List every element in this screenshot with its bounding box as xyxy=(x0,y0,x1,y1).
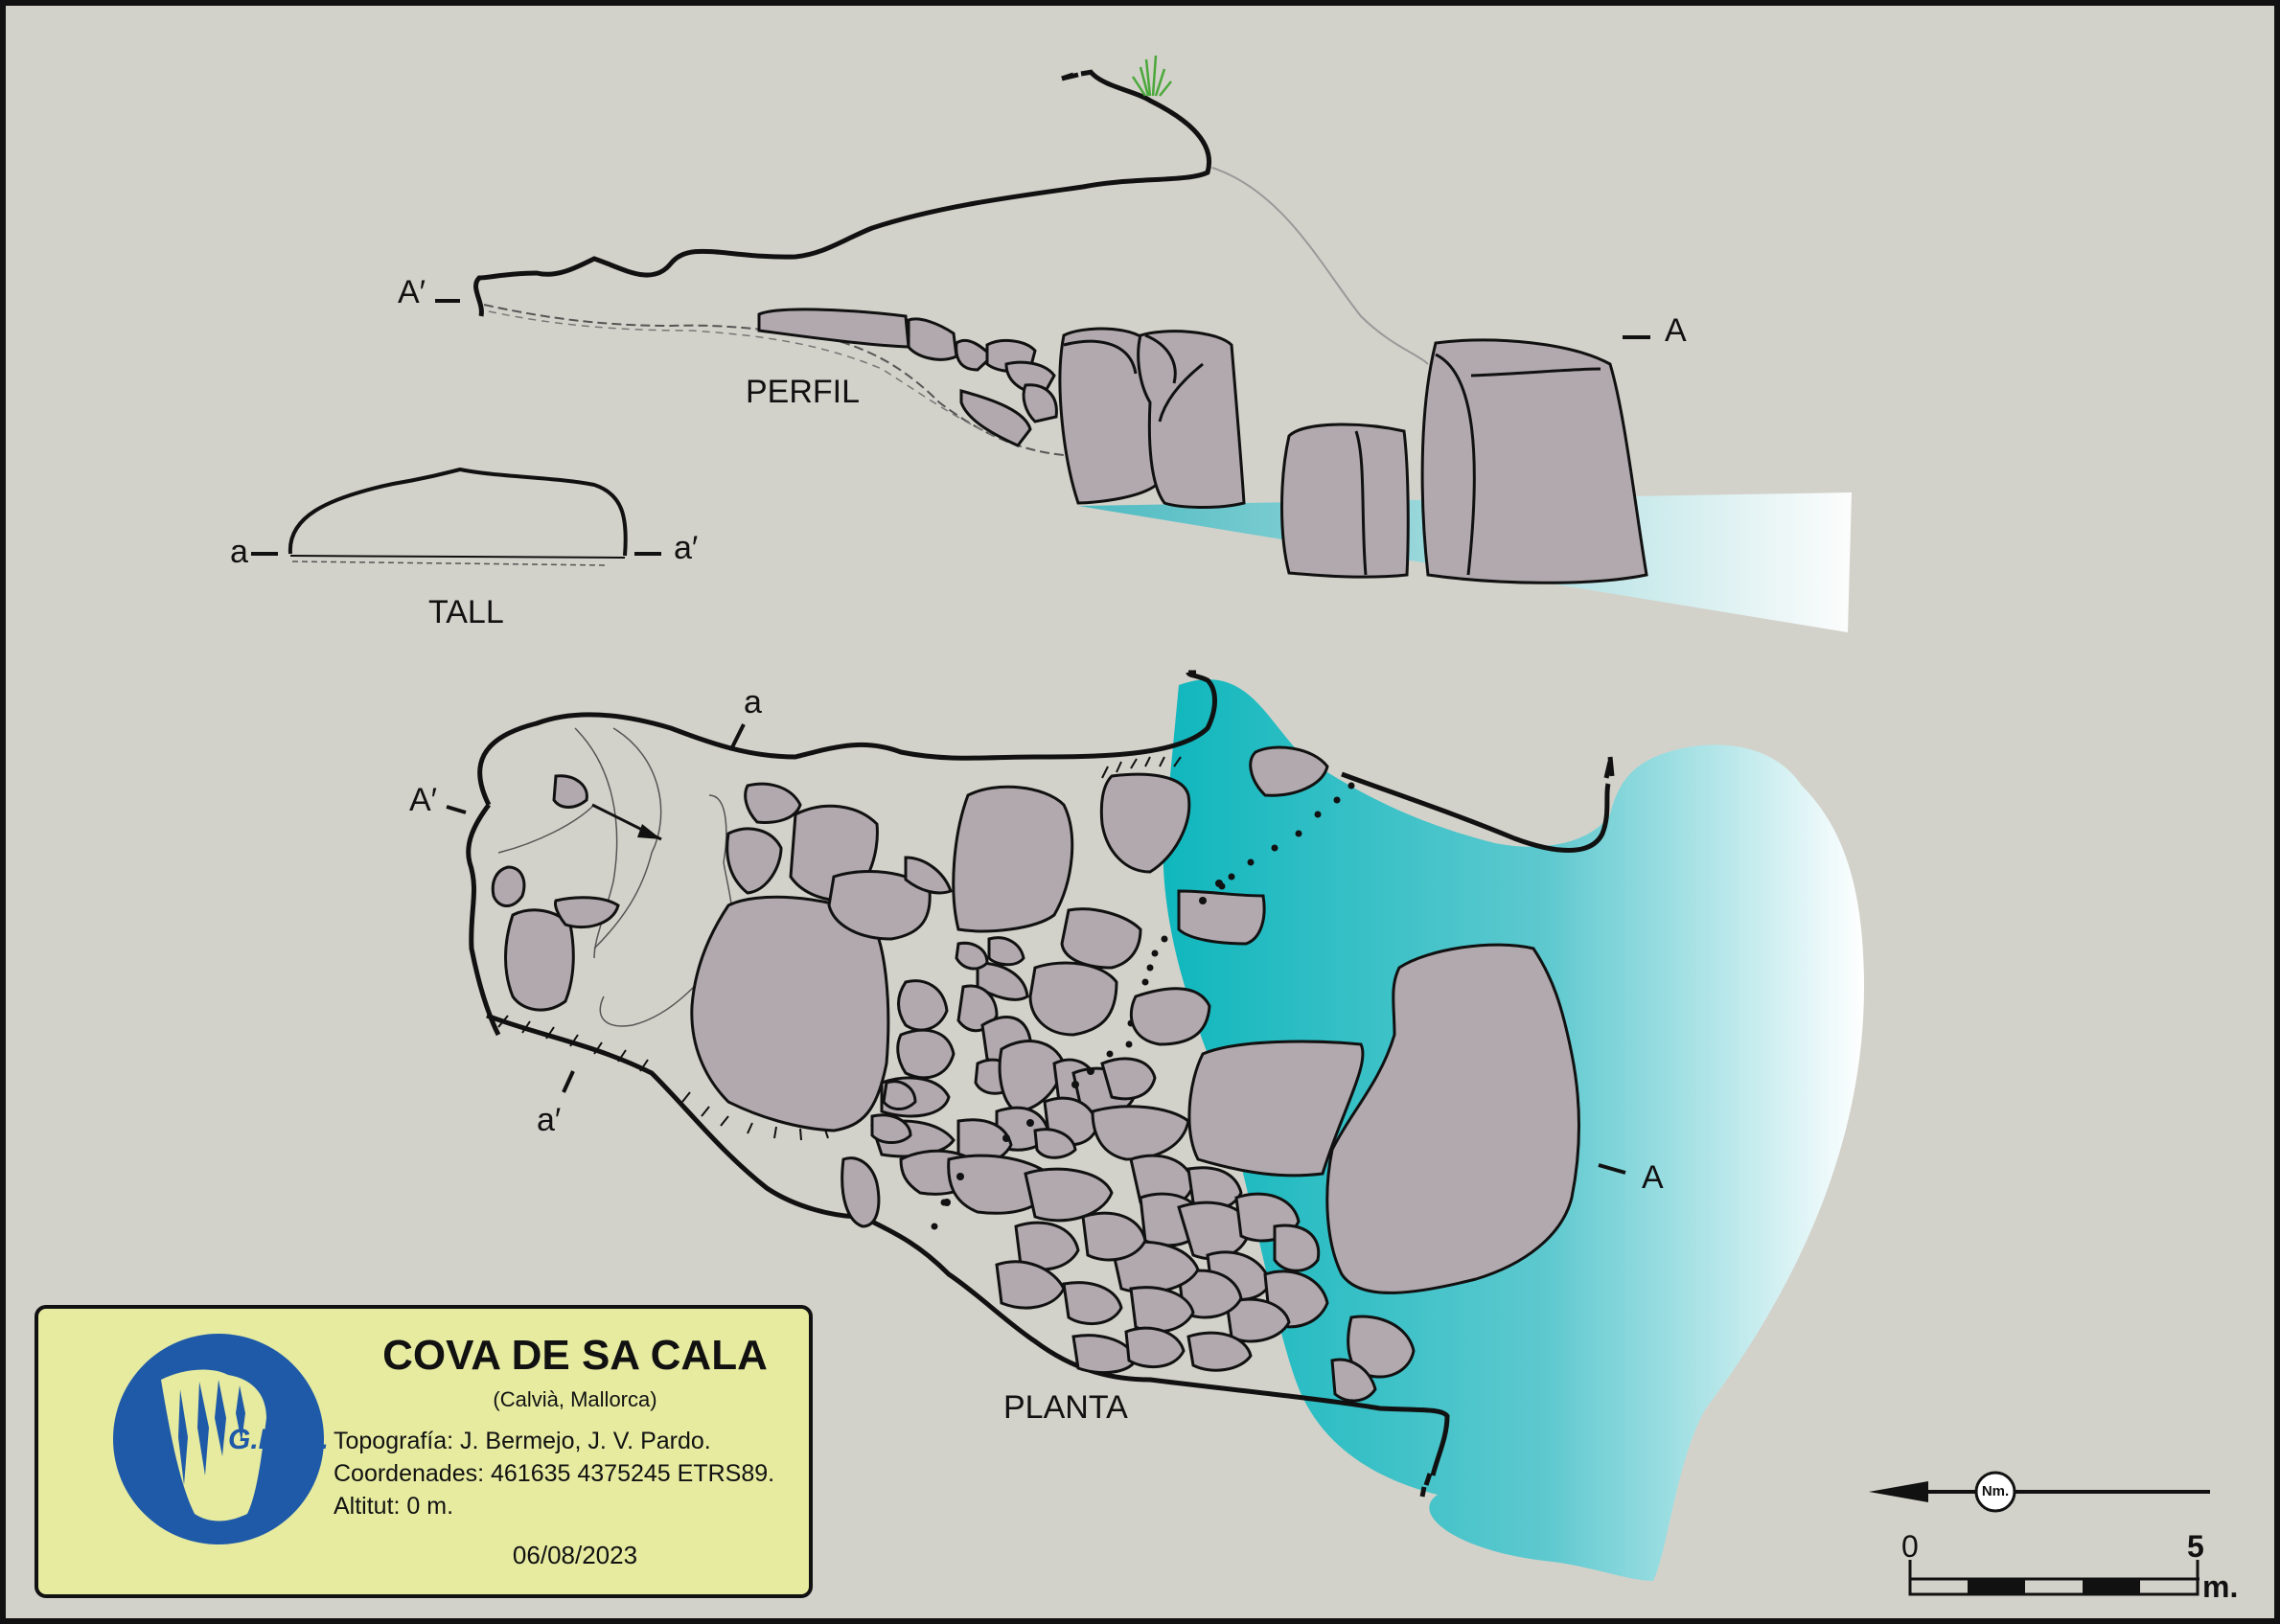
section-mark-A-plan: A xyxy=(1642,1159,1664,1196)
plan-wall-east xyxy=(1341,771,1611,853)
scale-zero-label: 0 xyxy=(1901,1529,1919,1564)
survey-date: 06/08/2023 xyxy=(512,1541,638,1569)
cross-section-outline xyxy=(288,467,628,557)
scale-unit-label: m. xyxy=(2202,1569,2239,1604)
north-arrow xyxy=(1869,1471,2210,1513)
profile-roof-line xyxy=(473,70,1212,317)
credits-coordinates: Coordenades: 461635 4375245 ETRS89. xyxy=(334,1460,775,1487)
scale-five-label: 5 xyxy=(2187,1529,2204,1564)
plan-wall-west xyxy=(466,803,501,1037)
grass-icon xyxy=(1131,55,1172,97)
scale-bar xyxy=(1908,1560,2199,1596)
plan-wall-south xyxy=(861,1214,1450,1476)
plan-wall-north xyxy=(477,671,1217,807)
section-mark-A-prime-plan: A′ xyxy=(409,782,438,818)
slope-arrow-icon xyxy=(637,824,661,839)
section-mark-A-prime-profile: A′ xyxy=(398,274,426,310)
cross-section-label: TALL xyxy=(428,594,504,630)
north-arrow-head-icon xyxy=(1869,1481,1928,1502)
section-mark-a-plan: a xyxy=(744,684,762,721)
title-block: G.E.LL. COVA DE SA CALA (Calvià, Mallorc… xyxy=(35,1305,813,1598)
section-mark-a-tall: a xyxy=(230,534,248,570)
cave-location: (Calvià, Mallorca) xyxy=(493,1387,657,1411)
plan-wall-south-inner xyxy=(486,1013,864,1220)
cross-section-view xyxy=(251,467,661,566)
gell-logo: G.E.LL. xyxy=(113,1334,329,1544)
profile-view-label: PERFIL xyxy=(746,374,861,410)
cave-title: COVA DE SA CALA xyxy=(382,1332,768,1379)
section-mark-A-profile: A xyxy=(1665,312,1687,349)
section-mark-a-prime-tall: a′ xyxy=(674,530,699,566)
profile-view xyxy=(435,55,1852,632)
credits-topography: Topografía: J. Bermejo, J. V. Pardo. xyxy=(334,1428,711,1454)
section-mark-a-prime-plan: a′ xyxy=(537,1102,562,1138)
credits-altitude: Altitut: 0 m. xyxy=(334,1493,454,1520)
logo-text: G.E.LL. xyxy=(228,1424,329,1455)
north-label: Nm. xyxy=(1981,1483,2010,1499)
plan-view xyxy=(446,670,1864,1581)
plan-view-label: PLANTA xyxy=(1003,1389,1128,1426)
